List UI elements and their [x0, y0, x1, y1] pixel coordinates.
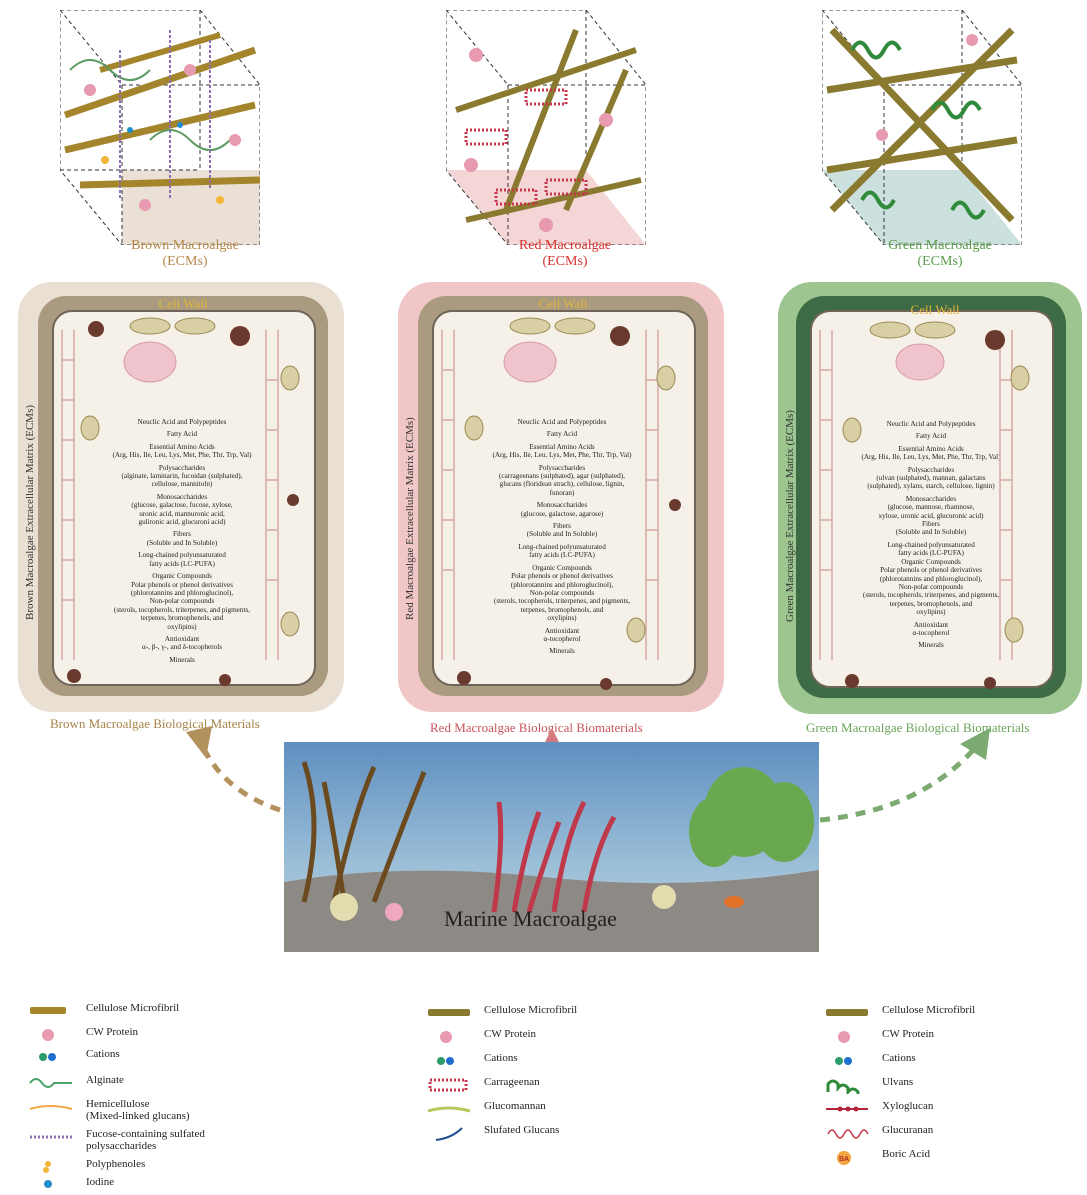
cell-wall-label-red: Cell Wall	[538, 296, 588, 311]
content-item: Fatty Acid	[166, 430, 198, 439]
fucose-polysaccharide-icon	[28, 1130, 74, 1144]
content-item: Polysaccharides (carrageenans (sulphated…	[499, 463, 625, 497]
content-item: Antioxidant α-tocopherol	[912, 620, 950, 637]
content-item: Fibers (Soluble and In Soluble)	[146, 530, 218, 547]
legend-item: Glucuranan	[824, 1124, 1064, 1148]
content-item: Antioxidant α-, β-, γ-, and δ-tocopherol…	[141, 634, 223, 652]
glucuranan-icon	[824, 1126, 870, 1140]
hemicellulose-icon	[28, 1100, 74, 1114]
svg-text:BA: BA	[839, 1156, 849, 1163]
ecm-cube-green	[822, 10, 1022, 245]
polyphenoles-icon	[28, 1160, 74, 1174]
content-item: Neuclic Acid and Polypeptides	[137, 418, 227, 426]
organelle-decorations	[61, 317, 1030, 690]
xyloglucan-icon	[824, 1102, 870, 1116]
legend-item: CW Protein	[824, 1028, 1064, 1052]
content-item: Monosaccharides (glucose, galactose, aga…	[520, 501, 604, 518]
legend-item: Xyloglucan	[824, 1100, 1064, 1124]
ecm-title-green: Green Macroalgae(ECMs)	[888, 238, 992, 269]
boric-acid-icon: BA	[824, 1150, 870, 1165]
legend-item: Alginate	[28, 1074, 288, 1098]
content-item: Monosaccharides (glucose, mannose, rhamn…	[878, 494, 984, 537]
cw-protein-icon	[28, 1028, 74, 1042]
content-item: Fatty Acid	[915, 432, 947, 441]
legend-green: Cellulose Microfibril CW Protein Cations…	[824, 1004, 1064, 1172]
bio-title-red: Red Macroalgae Biological Biomaterials	[430, 720, 643, 735]
sulfated-glucans-icon	[426, 1126, 472, 1141]
content-item: Long-chained polyunsaturated fatty acids…	[138, 551, 226, 568]
cw-protein-icon	[824, 1030, 870, 1044]
legend-brown: Cellulose Microfibril CW Protein Cations…	[28, 1002, 288, 1192]
cations-icon	[28, 1050, 74, 1064]
glucomannan-icon	[426, 1102, 472, 1116]
legend-item: Cellulose Microfibril	[824, 1004, 1064, 1028]
content-item: Fibers (Soluble and In Soluble)	[526, 522, 598, 539]
ecm-title-brown: Brown Macroalgae(ECMs)	[131, 238, 239, 269]
content-item: Neuclic Acid and Polypeptides	[886, 420, 976, 428]
legend-item: BA Boric Acid	[824, 1148, 1064, 1172]
legend-item: Polyphenoles	[28, 1158, 288, 1176]
legend-item: Cations	[426, 1052, 686, 1076]
cations-icon	[426, 1054, 472, 1068]
legend-item: Iodine	[28, 1176, 288, 1192]
legend-item: Cellulose Microfibril	[28, 1002, 288, 1026]
cell-contents-red: Neuclic Acid and Polypeptides Fatty Acid…	[452, 418, 672, 660]
marine-scene: Marine Macroalgae	[284, 742, 819, 952]
content-item: Polysaccharides (alginate, laminarin, fu…	[121, 463, 243, 489]
cell-interior-brown	[52, 310, 316, 686]
content-item: Neuclic Acid and Polypeptides	[517, 418, 607, 426]
legend-item: Fucose-containing sulfated polysaccharid…	[28, 1128, 288, 1158]
ulvans-icon	[824, 1078, 870, 1098]
cell-wall-label-brown: Cell Wall	[158, 296, 208, 311]
content-item: Organic Compounds Polar phenols or pheno…	[493, 563, 631, 623]
cell-contents-brown: Neuclic Acid and Polypeptides Fatty Acid…	[72, 418, 292, 668]
content-item: Antioxidant α-tocopherol	[543, 626, 581, 643]
sea-title: Marine Macroalgae	[444, 906, 617, 931]
content-item: Essential Amino Acids (Arg, His, Ile, Le…	[861, 444, 1001, 462]
cell-wall-label-green: Cell Wall	[910, 302, 960, 317]
cell-interior-red	[432, 310, 696, 686]
legend-item: CW Protein	[426, 1028, 686, 1052]
legend-item: Glucomannan	[426, 1100, 686, 1124]
legend-item: Cations	[28, 1048, 288, 1074]
ecm-cube-red	[446, 10, 646, 245]
content-item: Polysaccharides (ulvan (sulphated), mann…	[867, 465, 995, 491]
cellulose-microfibril-icon	[426, 1006, 472, 1020]
content-item: Essential Amino Acids (Arg, His, Ile, Le…	[492, 442, 632, 460]
legend-item: Carrageenan	[426, 1076, 686, 1100]
content-item: Essential Amino Acids (Arg, His, Ile, Le…	[112, 442, 252, 460]
iodine-icon	[28, 1178, 74, 1192]
legend-item: CW Protein	[28, 1026, 288, 1048]
content-item: Long-chained polyunsaturated fatty acids…	[518, 542, 606, 560]
legend-item: Cations	[824, 1052, 1064, 1076]
cellulose-microfibril-icon	[824, 1006, 870, 1020]
cations-icon	[824, 1054, 870, 1068]
content-item: Monosaccharides (glucose, galactose, fuc…	[131, 492, 233, 527]
content-item: Fatty Acid	[546, 430, 578, 439]
content-item: Minerals	[169, 655, 195, 664]
bio-title-green: Green Macroalgae Biological Biomaterials	[806, 720, 1030, 735]
legend-item: Ulvans	[824, 1076, 1064, 1100]
content-item: Organic Compounds Polar phenols or pheno…	[113, 572, 251, 631]
alginate-icon	[28, 1076, 74, 1090]
ecm-cube-brown	[60, 10, 260, 245]
content-item: Minerals	[549, 647, 575, 656]
cell-contents-green: Neuclic Acid and Polypeptides Fatty Acid…	[826, 420, 1036, 654]
legend-item: Cellulose Microfibril	[426, 1004, 686, 1028]
cw-protein-icon	[426, 1030, 472, 1044]
content-item: Minerals	[918, 641, 944, 650]
legend-item: Hemicellulose (Mixed-linked glucans)	[28, 1098, 288, 1128]
content-item: Long-chained polyunsaturated fatty acids…	[862, 540, 1000, 617]
legend-item: Slufated Glucans	[426, 1124, 686, 1148]
ecm-title-red: Red Macroalgae(ECMs)	[518, 238, 612, 269]
legend-red: Cellulose Microfibril CW Protein Cations…	[426, 1004, 686, 1148]
cellulose-microfibril-icon	[28, 1004, 74, 1018]
carrageenan-icon	[426, 1078, 472, 1092]
